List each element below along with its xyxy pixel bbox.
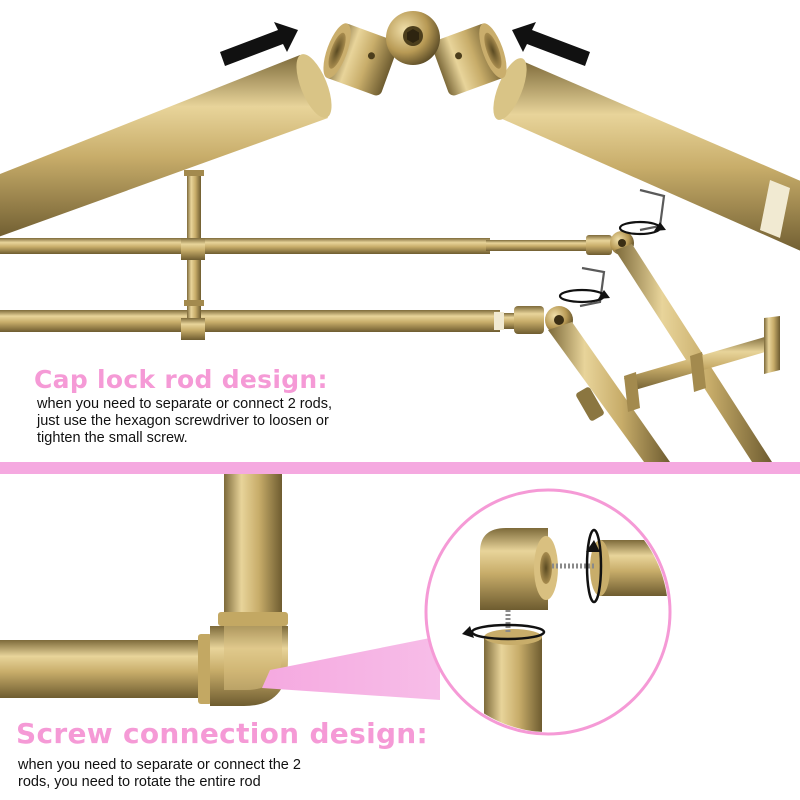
- vertical-rod: [218, 474, 288, 626]
- screw-connection-heading: Screw connection design:: [16, 717, 429, 750]
- large-rod-right: [493, 58, 800, 251]
- cap-lock-description-line: when you need to separate or connect 2 r…: [37, 396, 333, 412]
- hex-key-icon: [579, 188, 666, 308]
- section-divider: [0, 462, 800, 474]
- rotation-arrow-icon: [558, 220, 666, 304]
- cap-lock-description: when you need to separate or connect 2 r…: [37, 396, 332, 447]
- lower-rod: [0, 306, 670, 462]
- side-bracket: [624, 316, 780, 412]
- screw-connection-description-line: when you need to separate or connect the…: [18, 757, 301, 773]
- callout-band: [262, 636, 440, 700]
- magnifier-circle-icon: [424, 488, 672, 736]
- cap-lock-description-line: just use the hexagon screwdriver to loos…: [37, 413, 329, 429]
- arrow-right-icon: [220, 22, 298, 66]
- large-rod-left: [0, 54, 332, 237]
- screw-connection-description: when you need to separate or connect the…: [18, 757, 301, 791]
- horizontal-rod: [0, 634, 212, 704]
- elbow-connector: [323, 11, 507, 96]
- cap-lock-heading: Cap lock rod design:: [34, 365, 328, 394]
- cap-lock-description-line: tighten the small screw.: [37, 430, 188, 446]
- wall-bracket: [181, 170, 205, 340]
- screw-connection-description-line: rods, you need to rotate the entire rod: [18, 774, 261, 790]
- upper-rod: [0, 231, 772, 462]
- arrow-left-icon: [512, 22, 590, 66]
- corner-elbow: [210, 626, 288, 706]
